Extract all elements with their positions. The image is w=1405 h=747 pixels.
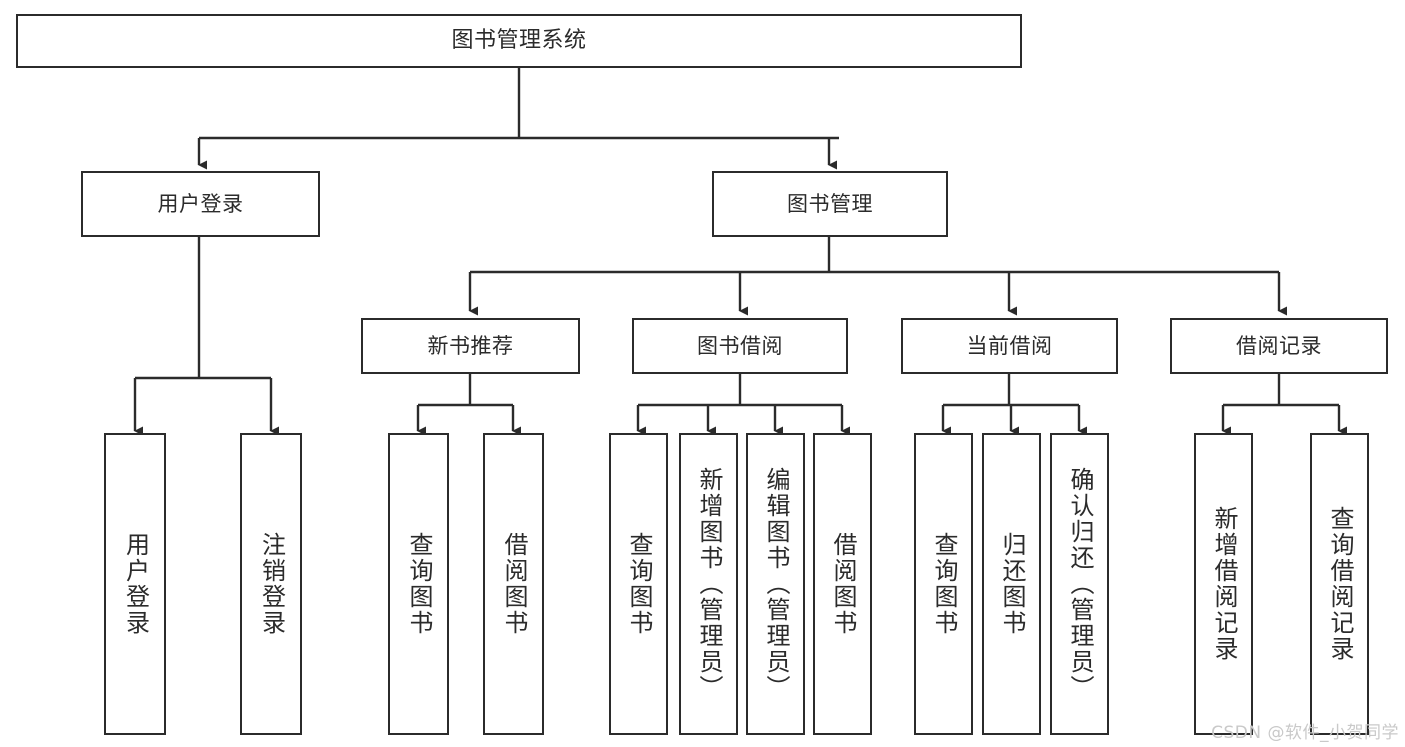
node-label: 借阅图书 [828,532,857,636]
node-borrow-records[interactable]: 借阅记录 [1170,318,1388,374]
node-book-management[interactable]: 图书管理 [712,171,948,237]
leaf-borrow-book-recommend[interactable]: 借阅图书 [483,433,544,735]
node-new-book-recommend[interactable]: 新书推荐 [361,318,580,374]
node-label: 当前借阅 [966,333,1053,358]
node-book-borrow[interactable]: 图书借阅 [632,318,848,374]
node-label: 新增借阅记录 [1209,506,1238,662]
node-label: 借阅记录 [1236,333,1322,358]
leaf-user-login[interactable]: 用户登录 [104,433,166,735]
leaf-confirm-return-admin[interactable]: 确认归还（管理员） [1050,433,1109,735]
leaf-add-book-admin[interactable]: 新增图书（管理员） [679,433,738,735]
node-label: 查询图书 [404,532,433,636]
leaf-add-borrow-record[interactable]: 新增借阅记录 [1194,433,1253,735]
leaf-query-borrow-record[interactable]: 查询借阅记录 [1310,433,1369,735]
leaf-query-book-recommend[interactable]: 查询图书 [388,433,449,735]
node-current-borrow[interactable]: 当前借阅 [901,318,1118,374]
node-label: 借阅图书 [499,532,528,636]
node-label: 新增图书（管理员） [694,467,723,701]
watermark: CSDN @软件_小贺同学 [1211,723,1399,743]
leaf-query-book-current[interactable]: 查询图书 [914,433,973,735]
node-label: 查询图书 [929,532,958,636]
node-root[interactable]: 图书管理系统 [16,14,1022,68]
node-label: 用户登录 [157,191,244,216]
node-label: 图书借阅 [697,333,783,358]
leaf-borrow-book[interactable]: 借阅图书 [813,433,872,735]
node-label: 用户登录 [121,532,150,636]
node-label: 查询借阅记录 [1325,506,1354,662]
node-label: 归还图书 [997,532,1026,636]
node-user-login[interactable]: 用户登录 [81,171,320,237]
node-label: 查询图书 [624,532,653,636]
node-label: 编辑图书（管理员） [761,467,790,701]
node-label: 图书管理系统 [451,28,587,54]
leaf-return-book[interactable]: 归还图书 [982,433,1041,735]
node-label: 图书管理 [787,191,873,216]
node-label: 新书推荐 [427,333,514,358]
node-label: 确认归还（管理员） [1065,467,1094,701]
leaf-edit-book-admin[interactable]: 编辑图书（管理员） [746,433,805,735]
node-label: 注销登录 [257,532,286,636]
leaf-query-book-borrow[interactable]: 查询图书 [609,433,668,735]
leaf-user-logout[interactable]: 注销登录 [240,433,302,735]
